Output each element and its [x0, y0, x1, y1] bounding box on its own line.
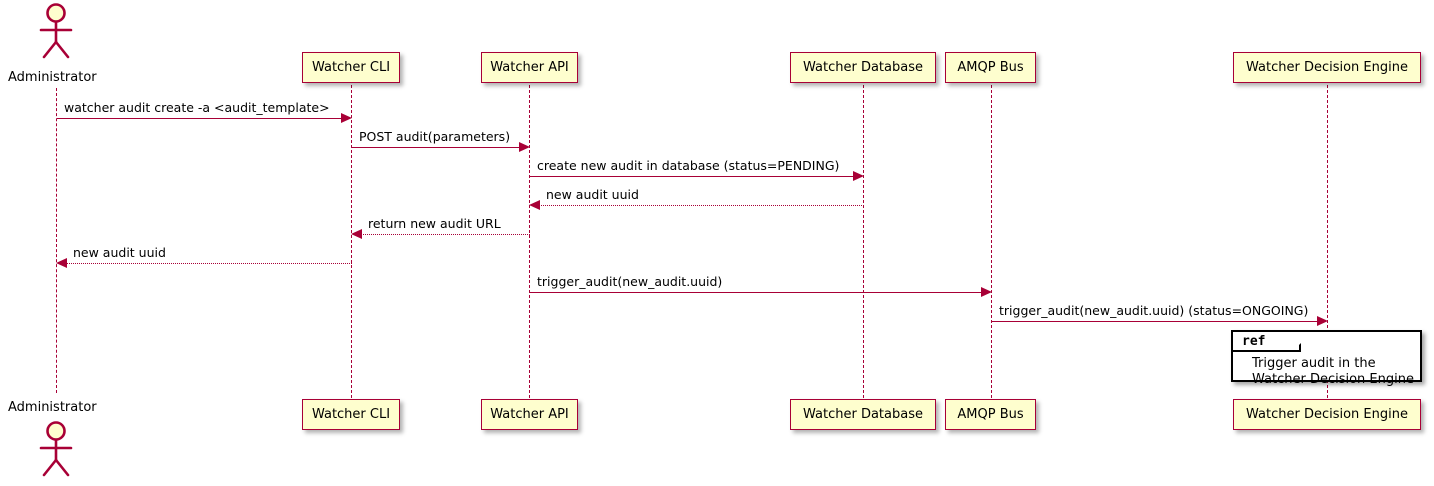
participant-amqp-bus-bottom[interactable]: AMQP Bus	[945, 399, 1036, 430]
message-arrowhead-6	[56, 258, 67, 268]
lifeline-decision-engine	[1327, 85, 1328, 398]
message-line-4	[539, 205, 864, 206]
message-label-6: new audit uuid	[73, 245, 166, 260]
participant-watcher-cli-top[interactable]: Watcher CLI	[302, 52, 400, 83]
participant-label: Watcher CLI	[311, 60, 391, 75]
message-arrowhead-5	[351, 229, 362, 239]
actor-label-administrator-top: Administrator	[8, 70, 97, 85]
ref-fragment-tab-label: ref	[1242, 333, 1266, 349]
participant-decision-engine-top[interactable]: Watcher Decision Engine	[1233, 52, 1421, 83]
participant-label: Watcher CLI	[311, 407, 391, 422]
participant-watcher-database-top[interactable]: Watcher Database	[790, 52, 936, 83]
participant-label: AMQP Bus	[957, 60, 1024, 75]
participant-decision-engine-bottom[interactable]: Watcher Decision Engine	[1233, 399, 1421, 430]
message-line-3	[530, 176, 854, 177]
message-line-5	[361, 234, 530, 235]
ref-fragment-tab-notch	[1299, 332, 1312, 345]
actor-icon	[39, 421, 73, 477]
participant-watcher-api-bottom[interactable]: Watcher API	[481, 399, 578, 430]
ref-fragment-line-2: Watcher Decision Engine	[1252, 372, 1414, 387]
ref-fragment-tab: ref	[1233, 332, 1301, 352]
message-line-8	[992, 321, 1318, 322]
actor-administrator-bottom	[30, 420, 86, 478]
lifeline-amqp-bus	[991, 85, 992, 398]
participant-watcher-cli-bottom[interactable]: Watcher CLI	[302, 399, 400, 430]
participant-label: Watcher Decision Engine	[1246, 407, 1408, 422]
participant-label: Watcher Database	[803, 407, 923, 422]
message-label-7: trigger_audit(new_audit.uuid)	[537, 274, 723, 289]
message-arrowhead-7	[981, 287, 992, 297]
message-arrowhead-3	[853, 171, 864, 181]
message-arrowhead-8	[1317, 316, 1328, 326]
lifeline-watcher-cli	[351, 85, 352, 398]
participant-watcher-api-top[interactable]: Watcher API	[481, 52, 578, 83]
participant-label: Watcher Decision Engine	[1246, 60, 1408, 75]
actor-icon	[39, 3, 73, 59]
message-label-5: return new audit URL	[368, 216, 501, 231]
message-line-2	[352, 147, 520, 148]
actor-administrator-top	[30, 2, 86, 60]
message-line-7	[530, 292, 982, 293]
message-line-6	[66, 263, 352, 264]
participant-label: AMQP Bus	[957, 407, 1024, 422]
message-label-1: watcher audit create -a <audit_template>	[64, 100, 330, 115]
lifeline-watcher-database	[863, 85, 864, 398]
message-label-2: POST audit(parameters)	[359, 129, 511, 144]
ref-fragment[interactable]: ref Trigger audit in the Watcher Decisio…	[1231, 330, 1422, 387]
message-line-1	[57, 118, 342, 119]
message-label-3: create new audit in database (status=PEN…	[537, 158, 840, 173]
message-label-8: trigger_audit(new_audit.uuid) (status=ON…	[999, 303, 1309, 318]
participant-watcher-database-bottom[interactable]: Watcher Database	[790, 399, 936, 430]
message-arrowhead-4	[529, 200, 540, 210]
lifeline-administrator	[56, 88, 57, 393]
ref-fragment-line-1: Trigger audit in the	[1252, 356, 1376, 371]
message-arrowhead-1	[341, 113, 352, 123]
participant-label: Watcher Database	[803, 60, 923, 75]
lifeline-watcher-api	[529, 85, 530, 398]
message-label-4: new audit uuid	[546, 187, 639, 202]
participant-amqp-bus-top[interactable]: AMQP Bus	[945, 52, 1036, 83]
actor-label-administrator-bottom: Administrator	[8, 400, 97, 415]
participant-label: Watcher API	[490, 407, 569, 422]
participant-label: Watcher API	[490, 60, 569, 75]
message-arrowhead-2	[519, 142, 530, 152]
